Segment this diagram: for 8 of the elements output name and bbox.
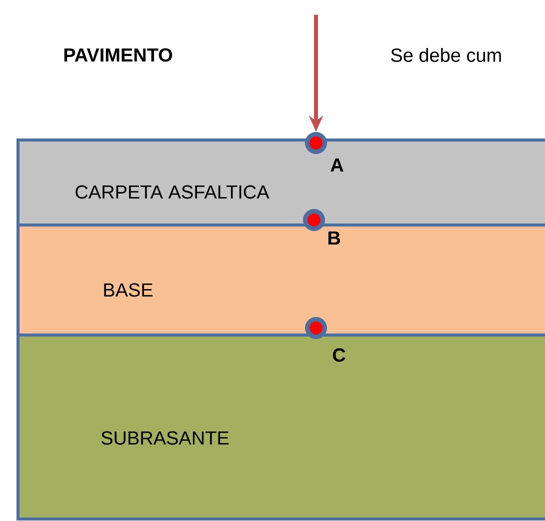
point-label: B [328,231,340,245]
point-label: A [330,158,344,172]
point-marker [303,209,325,231]
note-text: Se debe cum [391,48,501,62]
point-marker [305,132,327,154]
point-marker [305,317,327,339]
title: PAVIMENTO [64,48,172,62]
point-label: C [332,348,346,362]
